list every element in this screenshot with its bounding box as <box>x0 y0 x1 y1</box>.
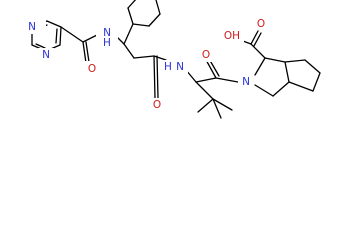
amide-h-1: H <box>103 37 111 49</box>
amide-o-2: O <box>153 99 161 111</box>
ring-n: N <box>242 76 250 88</box>
amide-n-1: N <box>103 27 111 39</box>
chemical-structure: N N N H O N H O O N OH O <box>28 0 321 119</box>
amide-h-2: H <box>164 61 172 73</box>
ketone-o: O <box>202 49 210 61</box>
atom-labels: N N N H O N H O O N OH O <box>28 16 269 112</box>
pyrazine-n-bottom: N <box>42 49 50 61</box>
pyrazine-n-top: N <box>28 21 36 33</box>
bonds <box>31 0 321 119</box>
acid-o: O <box>257 18 265 30</box>
acid-oh: OH <box>224 30 240 42</box>
amide-n-2: N <box>176 61 184 73</box>
amide-o-1: O <box>88 63 96 75</box>
